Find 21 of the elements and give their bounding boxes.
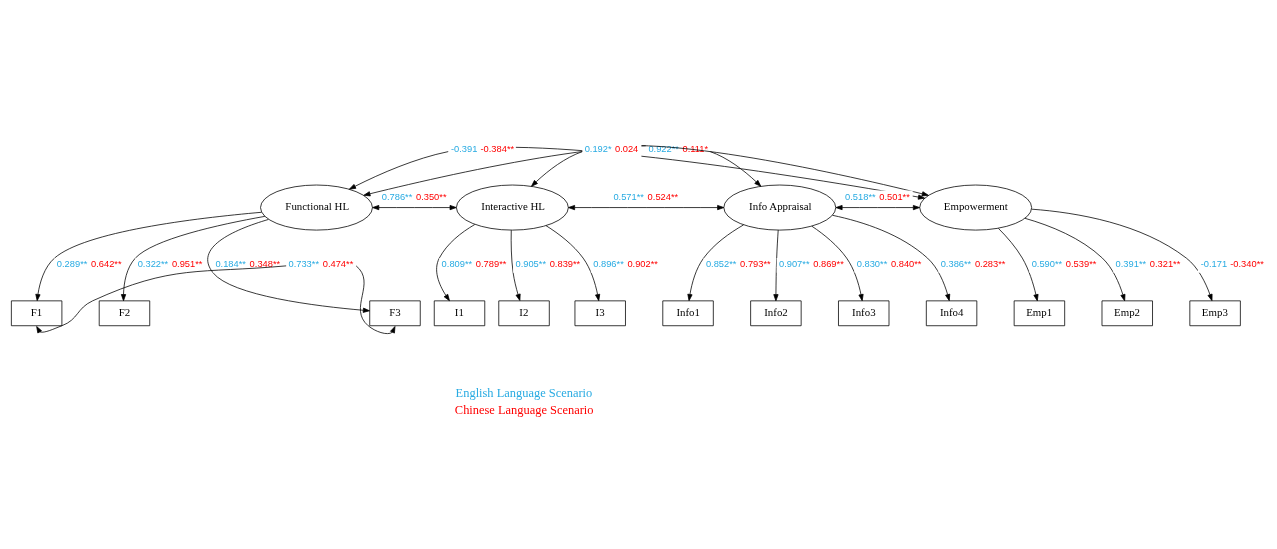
edge-label: 0.289** 0.642** — [56, 259, 122, 269]
edge-label: 0.733** 0.474** — [288, 259, 354, 269]
edge-label: 0.192* 0.024 — [584, 143, 639, 154]
edge-label: 0.830** 0.840** — [856, 259, 922, 269]
legend-label: English Language Scenario — [455, 385, 593, 400]
edge-label: 0.571** 0.524** — [613, 191, 679, 202]
edge-label: 0.590** 0.539** — [1031, 259, 1097, 269]
edge-label: -0.171 -0.340** — [1200, 259, 1264, 269]
edge-label: 0.391** 0.321** — [1115, 259, 1181, 269]
edge-label: 0.518** 0.501** — [845, 191, 910, 202]
edge-label: 0.907** 0.869** — [779, 259, 844, 269]
edge-label: -0.391 -0.384** — [450, 143, 515, 154]
edge-label: 0.905** 0.839** — [515, 259, 581, 269]
legend-label: Chinese Language Scenario — [454, 402, 594, 417]
edge-label: 0.322** 0.951** — [137, 259, 203, 269]
edge-label: 0.386** 0.283** — [940, 259, 1006, 269]
edge-label: 0.786** 0.350** — [381, 191, 447, 202]
edge-label: 0.184** 0.348** — [215, 259, 281, 269]
edge-label: 0.809** 0.789** — [441, 259, 507, 269]
edge-label: 0.852** 0.793** — [705, 259, 771, 269]
edge-label: 0.896** 0.902** — [593, 259, 658, 269]
